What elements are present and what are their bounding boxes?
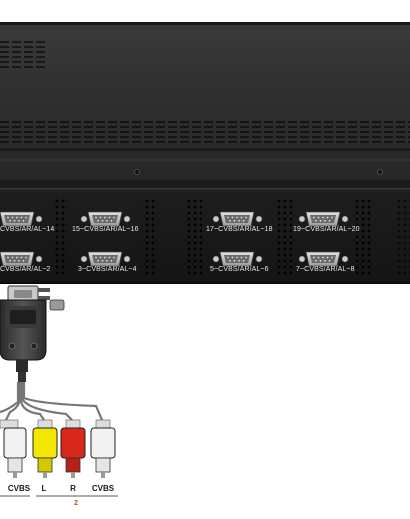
port-label: CVBS/AR/AL~2 — [0, 266, 51, 273]
dsub-port — [0, 211, 43, 227]
port-label: CVBS/AR/AL~14 — [0, 226, 55, 233]
dsub-port — [0, 251, 43, 267]
dsub-port — [298, 251, 349, 267]
screw-icon — [134, 169, 140, 175]
dsub-port — [80, 251, 131, 267]
port-label: 7~CVBS/AR/AL~8 — [296, 266, 355, 273]
dsub-port — [212, 251, 263, 267]
rca-label-cvbs: CVBS — [91, 484, 115, 493]
port-label: 15~CVBS/AR/AL~16 — [72, 226, 139, 233]
rca-plug-4 — [90, 419, 116, 478]
port-label: 19~CVBS/AR/AL~20 — [293, 226, 360, 233]
rca-plug-1 — [0, 419, 27, 478]
port-label: 17~CVBS/AR/AL~18 — [206, 226, 273, 233]
dsub-port — [80, 211, 131, 227]
chassis-lid — [0, 22, 410, 188]
dsub-port — [298, 211, 349, 227]
port-label: 5~CVBS/AR/AL~6 — [210, 266, 269, 273]
rca-plug-red — [60, 419, 86, 478]
group-number: 2 — [74, 500, 78, 507]
dsub-port — [212, 211, 263, 227]
screw-icon — [377, 169, 383, 175]
rear-panel — [0, 188, 410, 284]
breakout-cable — [0, 285, 104, 421]
port-label: 3~CVBS/AR/AL~4 — [78, 266, 137, 273]
rca-label-left: L — [41, 484, 47, 493]
rca-label-cvbs: CVBS — [7, 484, 31, 493]
rca-plug-yellow — [32, 419, 58, 478]
rca-label-right: R — [70, 484, 76, 493]
